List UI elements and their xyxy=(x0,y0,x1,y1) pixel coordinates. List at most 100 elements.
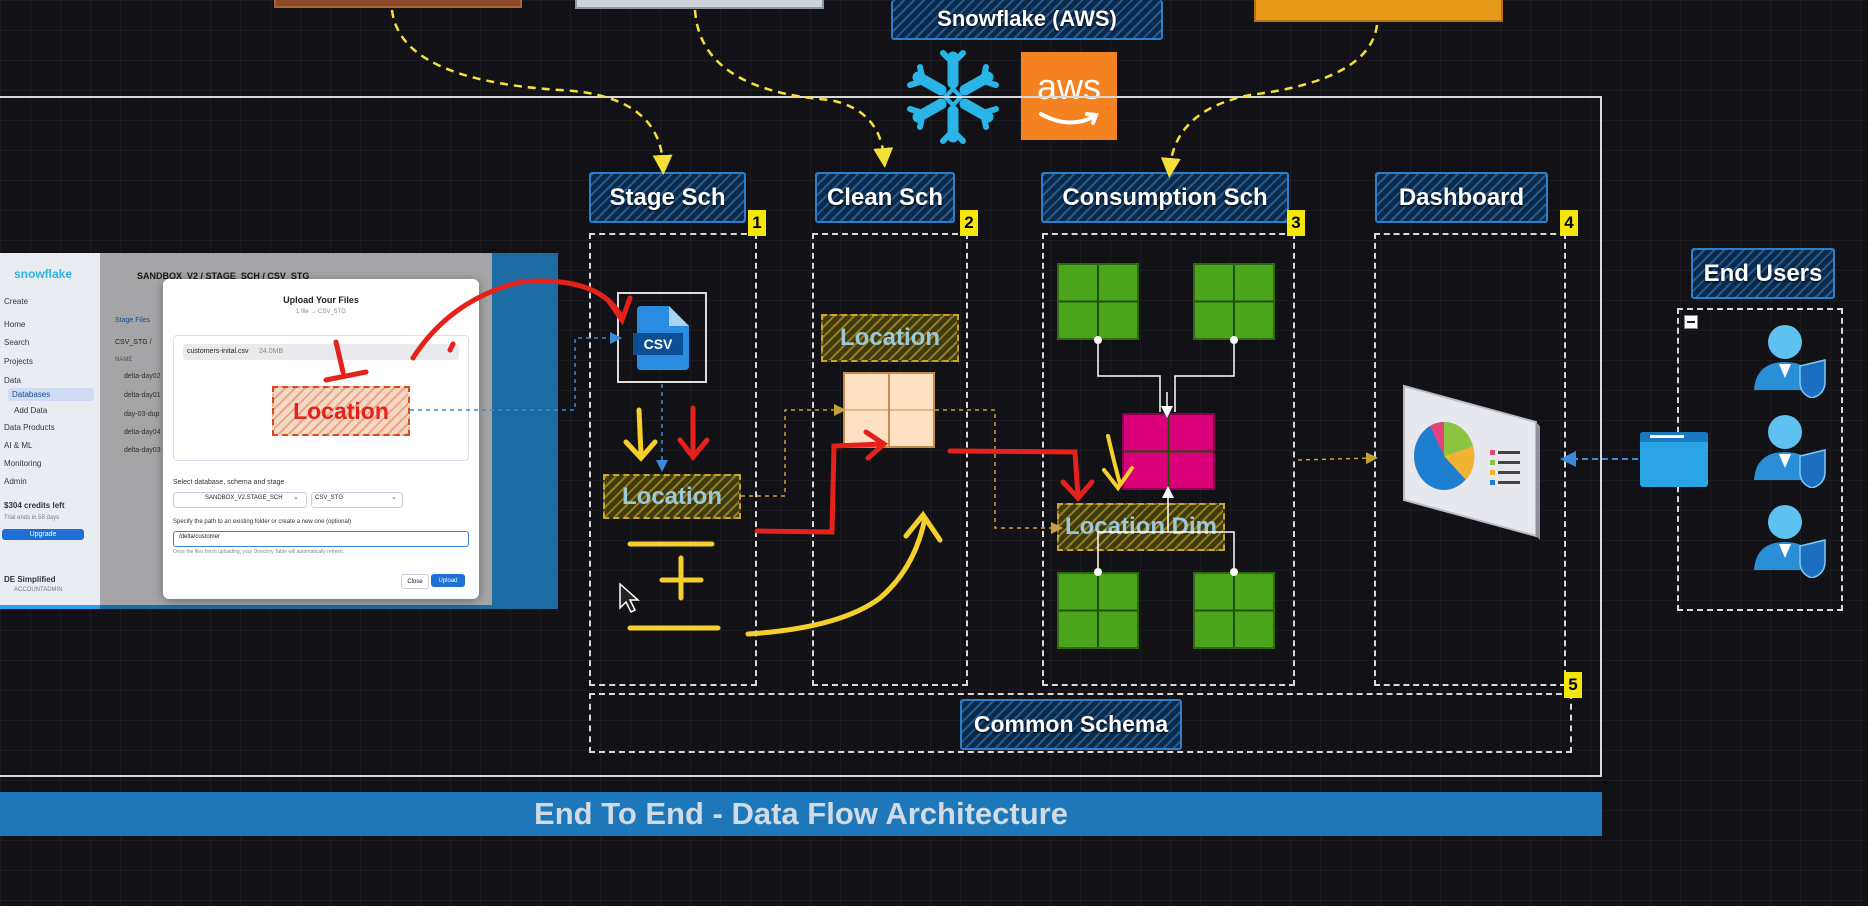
stage-select-value: CSV_STG xyxy=(315,495,344,501)
stage-select[interactable] xyxy=(311,492,403,508)
fact-table-top-right xyxy=(1193,263,1275,340)
file-drop-area[interactable] xyxy=(173,335,469,461)
sf-brand: snowflake xyxy=(14,267,73,281)
clean-to-dim-connector xyxy=(935,409,1063,534)
sf-bg-path: CSV_STG / xyxy=(115,339,152,346)
stage-to-clean-connector xyxy=(741,404,846,497)
screenshot-location-annotation: Location xyxy=(272,386,410,436)
top-box-gray xyxy=(575,0,824,9)
sf-sidebar: snowflake Create Home Search Projects Da… xyxy=(0,253,100,605)
clean-location-label: Location xyxy=(821,314,959,362)
dashboard-header: Dashboard xyxy=(1375,172,1548,223)
clean-schema-header: Clean Sch xyxy=(815,172,955,223)
clean-table-icon xyxy=(843,372,935,448)
stage-schema-header: Stage Sch xyxy=(589,172,746,223)
red-arrow-down xyxy=(677,405,710,462)
sf-breadcrumb: SANDBOX_V2 / STAGE_SCH / CSV_STG xyxy=(137,271,310,281)
csv-file-label: CSV xyxy=(633,333,683,355)
top-arrow-3 xyxy=(1160,24,1379,178)
red-arrow-to-dim xyxy=(947,448,1081,499)
sf-nav-home[interactable]: Home xyxy=(4,320,26,329)
footer-banner xyxy=(0,792,1602,836)
path-input[interactable] xyxy=(173,531,469,547)
stage-location-label: Location xyxy=(603,474,741,519)
collapse-icon[interactable] xyxy=(1684,315,1698,329)
fact-table-top-left xyxy=(1057,263,1139,340)
badge-4: 4 xyxy=(1560,210,1578,236)
sf-nav-admin[interactable]: Admin xyxy=(4,477,27,486)
top-arrow-1 xyxy=(390,9,673,175)
central-fact-table xyxy=(1122,413,1215,490)
sf-bg-file: delta-day02 xyxy=(124,373,161,380)
end-user-icon xyxy=(1754,325,1826,398)
upload-button[interactable]: Upload xyxy=(431,574,465,587)
schema-select[interactable] xyxy=(173,492,307,508)
consumption-schema-box xyxy=(1042,233,1295,686)
sf-bg-file: delta-day03 xyxy=(124,447,161,454)
stage-schema-box xyxy=(589,233,757,686)
consumption-schema-header: Consumption Sch xyxy=(1041,172,1289,223)
upload-dialog-title: Upload Your Files xyxy=(283,295,359,305)
sf-credits: $304 credits left xyxy=(4,501,65,510)
snowflake-aws-label: Snowflake (AWS) xyxy=(891,0,1163,40)
sf-account-name: DE Simplified xyxy=(4,575,56,584)
select-label: Select database, schema and stage xyxy=(173,479,285,486)
sf-nav-data-products[interactable]: Data Products xyxy=(4,423,55,432)
top-box-brown xyxy=(274,0,522,8)
clean-schema-box xyxy=(812,233,968,686)
file-row xyxy=(183,344,459,360)
close-button[interactable]: Close xyxy=(401,574,429,589)
sf-nav-databases[interactable]: Databases xyxy=(8,388,94,401)
sf-nav-ai-ml[interactable]: AI & ML xyxy=(4,441,33,450)
sf-nav-monitoring[interactable]: Monitoring xyxy=(4,459,42,468)
yellow-arrow-to-fact xyxy=(1102,434,1134,492)
sf-bg-file: day-03-dup xyxy=(124,411,160,418)
schema-chevron-icon: ⌄ xyxy=(293,494,299,501)
main-frame xyxy=(0,96,1602,777)
yellow-arrow-down xyxy=(623,407,658,462)
consumption-to-dashboard-connector xyxy=(1297,452,1378,465)
dashboard-chart-icon xyxy=(1403,384,1540,540)
fact-table-bottom-left xyxy=(1057,572,1139,649)
file-size: 24.0MB xyxy=(259,348,284,355)
end-user-icon xyxy=(1754,415,1826,488)
upload-dialog: Upload Your Files 1 file → CSV_STG custo… xyxy=(163,279,479,599)
snowflake-logo-icon xyxy=(907,50,999,144)
top-arrow-2 xyxy=(693,9,894,168)
sf-nav-create[interactable]: Create xyxy=(4,297,29,306)
footer-banner-title: End To End - Data Flow Architecture xyxy=(534,796,1068,831)
stage-chevron-icon: ⌄ xyxy=(391,494,397,501)
red-arrow-to-csv xyxy=(410,278,625,361)
sf-nav-projects[interactable]: Projects xyxy=(4,357,33,366)
common-schema-header: Common Schema xyxy=(960,699,1182,750)
top-box-orange xyxy=(1254,0,1503,22)
location-dim-label: Location Dim xyxy=(1057,503,1225,551)
path-hint: Once the files finish uploading, your Di… xyxy=(173,549,345,555)
sf-nav-search[interactable]: Search xyxy=(4,338,30,347)
badge-1: 1 xyxy=(748,210,766,236)
sf-nav-add-data[interactable]: Add Data xyxy=(14,406,48,415)
aws-logo-text: aws xyxy=(1036,66,1102,107)
badge-2: 2 xyxy=(960,210,978,236)
sf-nav-data[interactable]: Data xyxy=(4,376,21,385)
end-users-header: End Users xyxy=(1691,248,1835,299)
end-user-icon xyxy=(1754,505,1826,578)
schema-select-value: SANDBOX_V2.STAGE_SCH xyxy=(205,495,283,501)
sf-bg-file: delta-day01 xyxy=(124,392,161,399)
badge-3: 3 xyxy=(1287,210,1305,236)
path-label: Specify the path to an existing folder o… xyxy=(173,519,352,525)
sf-account-role: ACCOUNTADMIN xyxy=(14,587,63,593)
aws-smile-icon xyxy=(1039,112,1099,125)
sf-bg-col: NAME xyxy=(115,357,133,363)
file-name: customers-inital.csv xyxy=(187,348,249,355)
sf-trial: Trial ends in 58 days xyxy=(4,515,60,521)
screenshot-to-csv-connector xyxy=(410,332,622,411)
common-schema-box xyxy=(589,693,1572,753)
cursor-icon xyxy=(619,582,640,614)
upload-dialog-subtitle: 1 file → CSV_STG xyxy=(295,309,346,315)
sf-tab-stage-files[interactable]: Stage Files xyxy=(115,317,151,324)
sf-bg-file: delta-day04 xyxy=(124,429,161,436)
sf-upgrade-button[interactable]: Upgrade xyxy=(2,529,84,540)
red-arrow-to-clean xyxy=(754,441,885,535)
